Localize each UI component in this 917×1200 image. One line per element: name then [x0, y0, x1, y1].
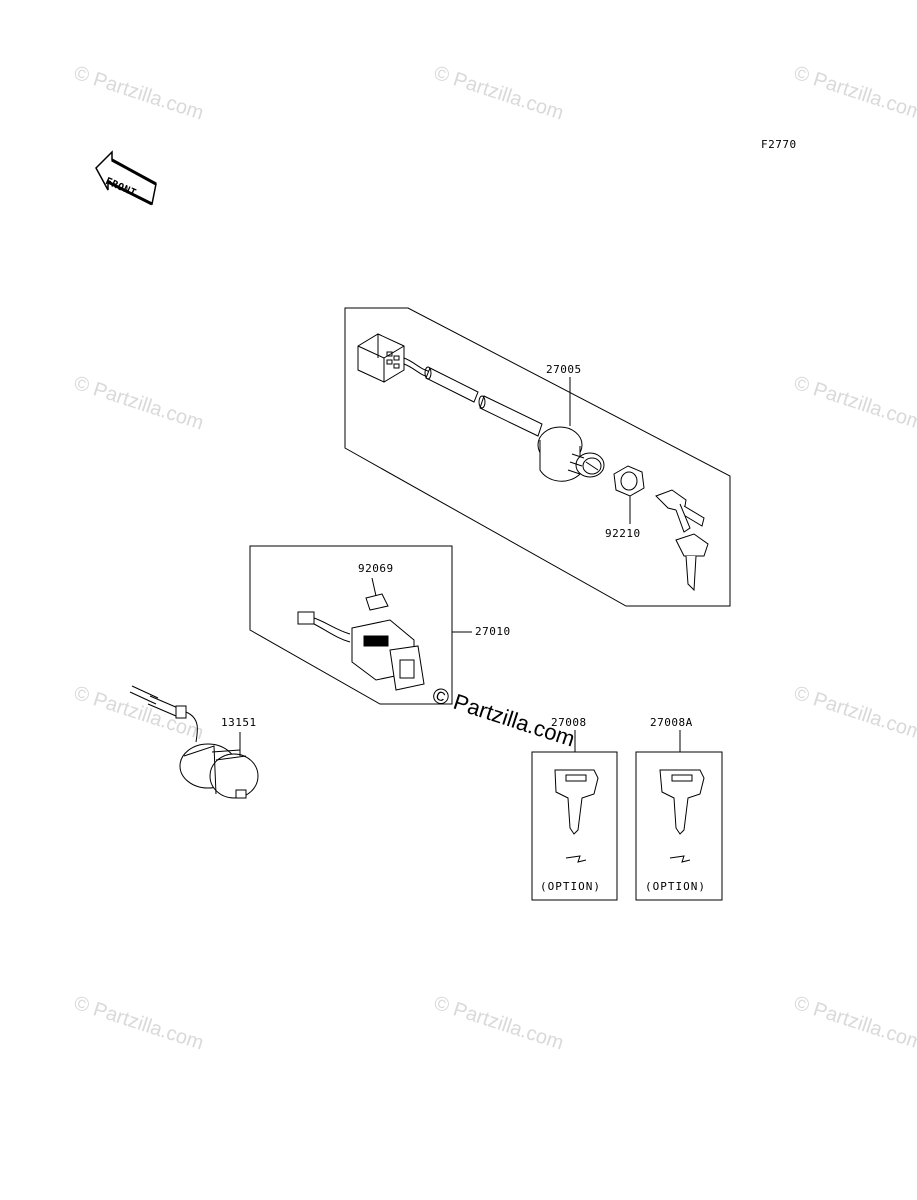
option-label-27008a: (OPTION) — [645, 880, 706, 893]
part-label-13151: 13151 — [221, 716, 257, 729]
part-label-92210: 92210 — [605, 527, 641, 540]
part-label-27010: 27010 — [475, 625, 511, 638]
switch-27010 — [297, 611, 425, 691]
key-27008-icon — [554, 769, 599, 863]
connector-27005 — [357, 333, 433, 383]
keys-27005 — [655, 489, 709, 592]
part-label-92069: 92069 — [358, 562, 394, 575]
ignition-switch-body — [537, 426, 605, 482]
part-13151 — [129, 685, 259, 799]
ignition-switch-outline — [344, 307, 731, 607]
switch-assy-outline — [249, 545, 453, 705]
option-label-27008: (OPTION) — [540, 880, 601, 893]
part-label-27008: 27008 — [551, 716, 587, 729]
diagram-code: F2770 — [761, 138, 797, 151]
key-27008a-icon — [659, 769, 705, 863]
part-label-27005: 27005 — [546, 363, 582, 376]
bulb-92069 — [365, 577, 389, 611]
front-arrow-icon — [95, 150, 157, 206]
part-label-27008a: 27008A — [650, 716, 693, 729]
key-27008a-box — [635, 751, 723, 901]
nut-92210 — [613, 465, 645, 524]
